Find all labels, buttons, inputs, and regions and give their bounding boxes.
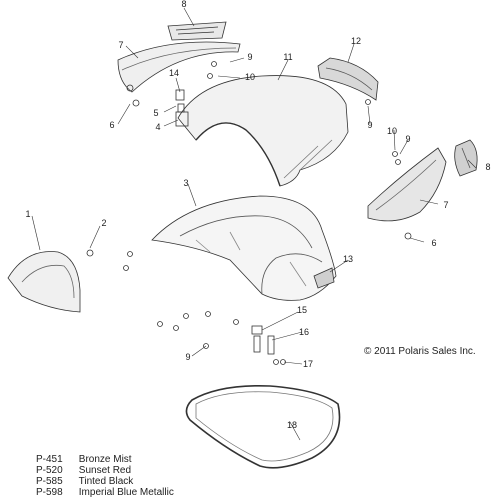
part-18-gasket — [185, 384, 341, 469]
callout-4: 4 — [155, 122, 160, 132]
callout-8-right: 8 — [485, 162, 490, 172]
part-3-base — [151, 195, 337, 301]
legend-code: P-520 — [36, 465, 63, 476]
callout-14: 14 — [169, 68, 179, 78]
callout-6-top: 6 — [109, 120, 114, 130]
callout-3: 3 — [183, 178, 188, 188]
legend-row: P-451 Bronze Mist — [36, 454, 174, 465]
callout-8-top: 8 — [181, 0, 186, 9]
legend-code: P-598 — [36, 487, 63, 498]
callout-labels: 8 7 9 10 11 12 14 5 4 6 9 10 9 8 7 6 3 1… — [25, 0, 490, 430]
callout-18: 18 — [287, 420, 297, 430]
part-12-side-trim — [317, 57, 379, 101]
color-code-legend: P-451 Bronze Mist P-520 Sunset Red P-585… — [36, 454, 174, 498]
legend-row: P-585 Tinted Black — [36, 476, 174, 487]
legend-row: P-598 Imperial Blue Metallic — [36, 487, 174, 498]
callout-5: 5 — [153, 108, 158, 118]
callout-17: 17 — [303, 359, 313, 369]
leader-lines — [31, 7, 477, 441]
callout-7-right: 7 — [443, 200, 448, 210]
part-8-top-badge — [167, 21, 227, 41]
legend-color-name: Tinted Black — [78, 476, 134, 487]
callout-2: 2 — [101, 218, 106, 228]
legend-color-name: Sunset Red — [78, 465, 132, 476]
callout-10-right: 10 — [387, 126, 397, 136]
part-1-side-cover — [7, 251, 81, 313]
callout-6-right: 6 — [431, 238, 436, 248]
callout-10-top: 10 — [245, 72, 255, 82]
part-7-right-trim — [367, 147, 447, 222]
callout-9-mid: 9 — [367, 120, 372, 130]
callout-7-top: 7 — [118, 40, 123, 50]
part-8-right-badge — [454, 139, 478, 177]
part-13-latch — [313, 267, 335, 289]
legend-code: P-451 — [36, 454, 63, 465]
part-7-top-trim — [117, 41, 241, 93]
hardware-fasteners — [86, 61, 412, 365]
callout-9-bottom: 9 — [185, 352, 190, 362]
legend-color-name: Imperial Blue Metallic — [78, 487, 174, 498]
legend-code: P-585 — [36, 476, 63, 487]
legend-row: P-520 Sunset Red — [36, 465, 174, 476]
callout-12: 12 — [351, 36, 361, 46]
callout-15: 15 — [297, 305, 307, 315]
callout-16: 16 — [299, 327, 309, 337]
legend-color-name: Bronze Mist — [78, 454, 132, 465]
callout-1: 1 — [25, 209, 30, 219]
copyright-text: © 2011 Polaris Sales Inc. — [364, 346, 476, 357]
callout-9-top: 9 — [247, 52, 252, 62]
callout-13: 13 — [343, 254, 353, 264]
callout-9-right: 9 — [405, 134, 410, 144]
part-11-lid — [177, 75, 349, 187]
callout-11: 11 — [283, 52, 292, 62]
